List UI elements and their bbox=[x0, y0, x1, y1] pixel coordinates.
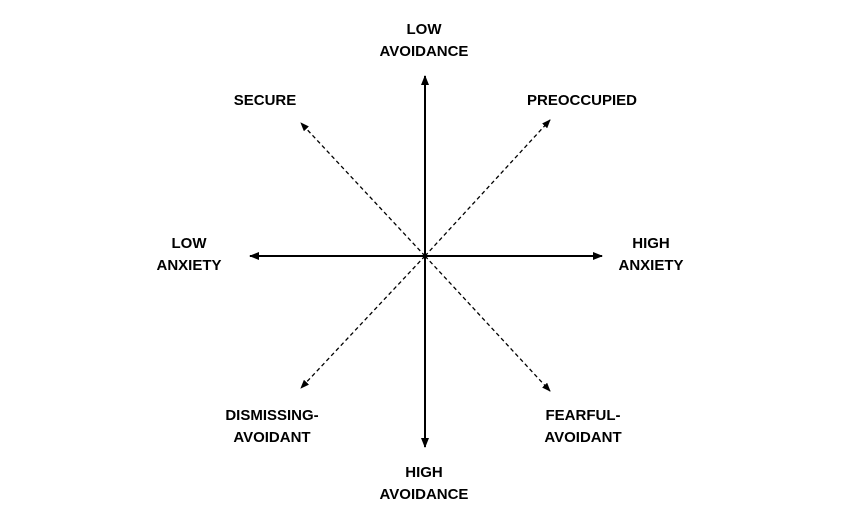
label-line: AVOIDANT bbox=[544, 429, 622, 446]
label-dismissing-avoidant: DISMISSING- AVOIDANT bbox=[225, 405, 318, 449]
label-line: ANXIETY bbox=[156, 257, 222, 274]
label-preoccupied: PREOCCUPIED bbox=[527, 90, 637, 112]
label-line: LOW bbox=[406, 21, 442, 38]
label-high-anxiety: HIGH ANXIETY bbox=[618, 233, 683, 277]
label-line: AVOIDANT bbox=[233, 429, 311, 446]
diagonal-dismissing-avoidant bbox=[300, 255, 426, 389]
label-line: HIGH bbox=[405, 464, 443, 481]
label-line: AVOIDANCE bbox=[379, 486, 469, 503]
label-line: FEARFUL- bbox=[545, 407, 621, 424]
label-line: SECURE bbox=[233, 92, 297, 109]
label-line: PREOCCUPIED bbox=[526, 92, 638, 109]
label-line: HIGH bbox=[632, 235, 670, 252]
label-line: AVOIDANCE bbox=[379, 43, 469, 60]
label-line: ANXIETY bbox=[618, 257, 684, 274]
label-low-anxiety: LOW ANXIETY bbox=[156, 233, 221, 277]
label-line: LOW bbox=[171, 235, 207, 252]
label-secure: SECURE bbox=[234, 90, 297, 112]
label-line: DISMISSING- bbox=[225, 407, 319, 424]
label-high-avoidance: HIGH AVOIDANCE bbox=[380, 462, 469, 506]
diagonal-secure bbox=[300, 122, 426, 257]
diagonal-fearful-avoidant bbox=[424, 255, 551, 392]
diagonal-preoccupied bbox=[424, 119, 551, 257]
label-low-avoidance: LOW AVOIDANCE bbox=[380, 19, 469, 63]
label-fearful-avoidant: FEARFUL- AVOIDANT bbox=[544, 405, 621, 449]
